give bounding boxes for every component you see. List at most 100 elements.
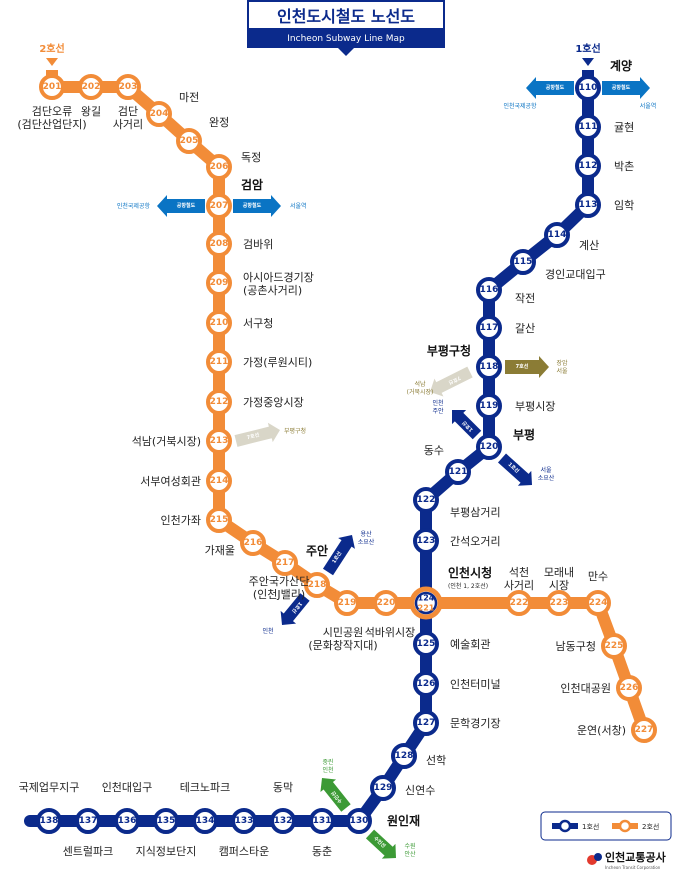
station-222-marker[interactable] [506, 590, 532, 616]
station-201-marker[interactable] [39, 74, 65, 100]
station-132-marker[interactable] [270, 808, 296, 834]
station-216[interactable]: 216 [240, 530, 266, 556]
station-218[interactable]: 218 [304, 572, 330, 598]
station-205-marker[interactable] [176, 128, 202, 154]
station-131-marker[interactable] [309, 808, 335, 834]
station-214-marker[interactable] [206, 468, 232, 494]
station-116-marker[interactable] [476, 277, 502, 303]
station-117-marker[interactable] [476, 315, 502, 341]
station-133-marker[interactable] [231, 808, 257, 834]
station-127[interactable]: 127 [413, 710, 439, 736]
station-215-marker[interactable] [206, 507, 232, 533]
station-217-marker[interactable] [272, 550, 298, 576]
station-225-marker[interactable] [601, 633, 627, 659]
station-120-marker[interactable] [476, 434, 502, 460]
station-125-marker[interactable] [413, 631, 439, 657]
station-205[interactable]: 205 [176, 128, 202, 154]
station-137[interactable]: 137 [75, 808, 101, 834]
interchange-inner-ring[interactable] [414, 591, 438, 615]
station-114[interactable]: 114 [544, 222, 570, 248]
station-133[interactable]: 133 [231, 808, 257, 834]
station-203[interactable]: 203 [115, 74, 141, 100]
station-125[interactable]: 125 [413, 631, 439, 657]
station-111-marker[interactable] [575, 114, 601, 140]
station-113-marker[interactable] [575, 192, 601, 218]
station-136[interactable]: 136 [114, 808, 140, 834]
station-135-marker[interactable] [153, 808, 179, 834]
station-130[interactable]: 130 [346, 808, 372, 834]
station-112-marker[interactable] [575, 153, 601, 179]
station-119[interactable]: 119 [476, 393, 502, 419]
station-126-marker[interactable] [413, 671, 439, 697]
station-121-marker[interactable] [445, 459, 471, 485]
station-206[interactable]: 206 [206, 154, 232, 180]
station-219[interactable]: 219 [334, 590, 360, 616]
station-129[interactable]: 129 [370, 775, 396, 801]
station-138-marker[interactable] [36, 808, 62, 834]
station-119-marker[interactable] [476, 393, 502, 419]
station-115-marker[interactable] [510, 249, 536, 275]
station-123[interactable]: 123 [413, 528, 439, 554]
station-222[interactable]: 222 [506, 590, 532, 616]
station-131[interactable]: 131 [309, 808, 335, 834]
station-227-marker[interactable] [631, 717, 657, 743]
station-136-marker[interactable] [114, 808, 140, 834]
station-112[interactable]: 112 [575, 153, 601, 179]
station-135[interactable]: 135 [153, 808, 179, 834]
station-207[interactable]: 207 [206, 193, 232, 219]
station-120[interactable]: 120 [476, 434, 502, 460]
station-224[interactable]: 224 [585, 590, 611, 616]
station-202[interactable]: 202 [78, 74, 104, 100]
station-226[interactable]: 226 [616, 675, 642, 701]
station-118-marker[interactable] [476, 354, 502, 380]
station-211-marker[interactable] [206, 349, 232, 375]
station-220[interactable]: 220 [373, 590, 399, 616]
station-207-marker[interactable] [206, 193, 232, 219]
station-137-marker[interactable] [75, 808, 101, 834]
station-134[interactable]: 134 [192, 808, 218, 834]
station-208[interactable]: 208 [206, 231, 232, 257]
station-210[interactable]: 210 [206, 310, 232, 336]
station-209[interactable]: 209 [206, 270, 232, 296]
station-209-marker[interactable] [206, 270, 232, 296]
station-116[interactable]: 116 [476, 277, 502, 303]
station-126[interactable]: 126 [413, 671, 439, 697]
station-128[interactable]: 128 [391, 743, 417, 769]
station-110-marker[interactable] [575, 75, 601, 101]
station-225[interactable]: 225 [601, 633, 627, 659]
station-132[interactable]: 132 [270, 808, 296, 834]
station-212[interactable]: 212 [206, 389, 232, 415]
station-206-marker[interactable] [206, 154, 232, 180]
station-114-marker[interactable] [544, 222, 570, 248]
station-223-marker[interactable] [546, 590, 572, 616]
station-218-marker[interactable] [304, 572, 330, 598]
station-204[interactable]: 204 [146, 101, 172, 127]
station-121[interactable]: 121 [445, 459, 471, 485]
station-216-marker[interactable] [240, 530, 266, 556]
station-117[interactable]: 117 [476, 315, 502, 341]
station-212-marker[interactable] [206, 389, 232, 415]
station-220-marker[interactable] [373, 590, 399, 616]
station-138[interactable]: 138 [36, 808, 62, 834]
station-110[interactable]: 110 [575, 75, 601, 101]
station-204-marker[interactable] [146, 101, 172, 127]
station-214[interactable]: 214 [206, 468, 232, 494]
station-210-marker[interactable] [206, 310, 232, 336]
station-128-marker[interactable] [391, 743, 417, 769]
station-202-marker[interactable] [78, 74, 104, 100]
station-134-marker[interactable] [192, 808, 218, 834]
station-111[interactable]: 111 [575, 114, 601, 140]
station-211[interactable]: 211 [206, 349, 232, 375]
station-115[interactable]: 115 [510, 249, 536, 275]
station-217[interactable]: 217 [272, 550, 298, 576]
station-213[interactable]: 213 [206, 428, 232, 454]
station-215[interactable]: 215 [206, 507, 232, 533]
station-127-marker[interactable] [413, 710, 439, 736]
station-123-marker[interactable] [413, 528, 439, 554]
station-227[interactable]: 227 [631, 717, 657, 743]
station-113[interactable]: 113 [575, 192, 601, 218]
station-129-marker[interactable] [370, 775, 396, 801]
station-201[interactable]: 201 [39, 74, 65, 100]
station-122[interactable]: 122 [413, 487, 439, 513]
